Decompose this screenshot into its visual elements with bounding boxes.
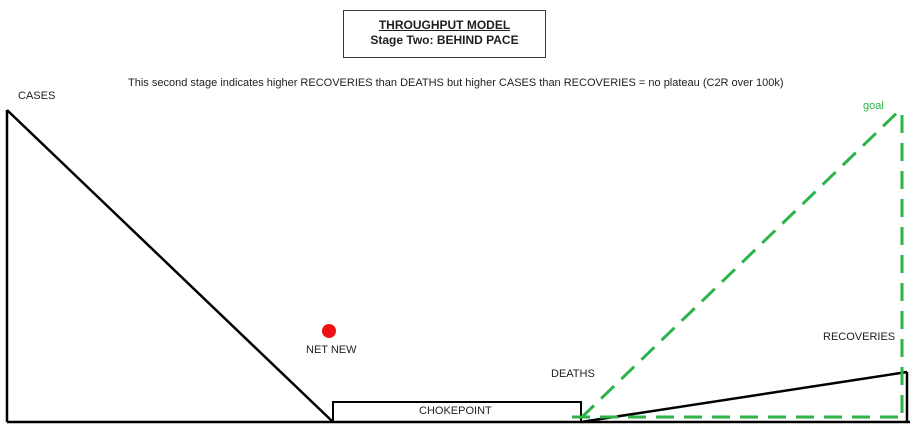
- chokepoint-label: CHOKEPOINT: [419, 405, 492, 417]
- goal-label: goal: [863, 100, 884, 112]
- diagram-title: THROUGHPUT MODEL: [378, 18, 511, 32]
- recoveries-label: RECOVERIES: [823, 331, 896, 343]
- title-box: THROUGHPUT MODEL Stage Two: BEHIND PACE: [343, 10, 546, 58]
- cases-label: CASES: [18, 90, 56, 102]
- net-new-dot: [322, 324, 336, 338]
- goal-slope: [579, 106, 904, 420]
- recoveries-slope: [580, 370, 908, 424]
- diagram-subtitle: Stage Two: BEHIND PACE: [370, 33, 519, 47]
- chokepoint-box: [332, 401, 582, 423]
- deaths-label: DEATHS: [551, 368, 595, 380]
- stage-description: This second stage indicates higher RECOV…: [128, 77, 784, 89]
- net-new-label: NET NEW: [306, 344, 357, 356]
- cases-slope: [6, 109, 334, 423]
